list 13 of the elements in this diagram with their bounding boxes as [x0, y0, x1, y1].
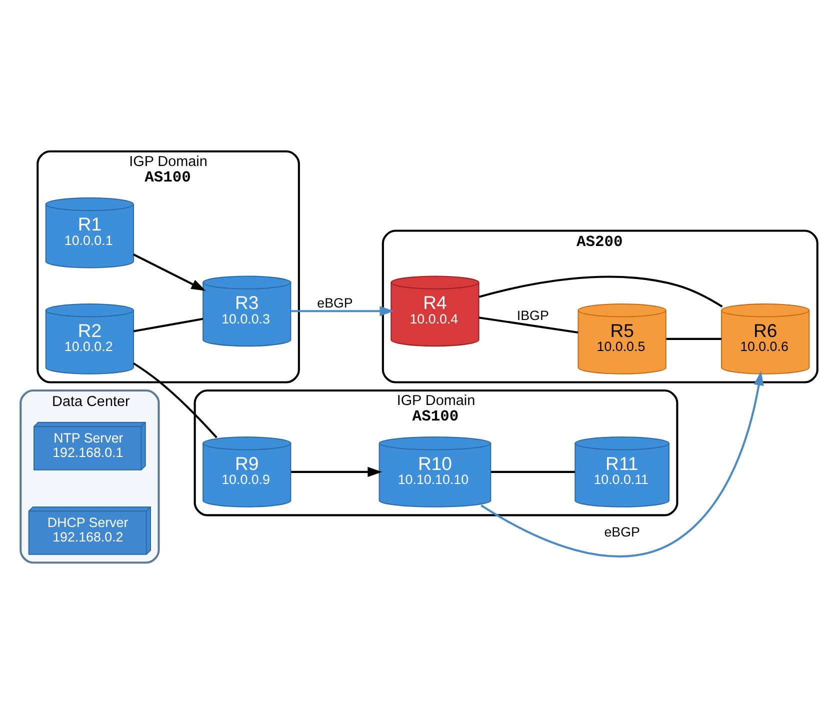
edge-label: eBGP: [604, 524, 640, 539]
connector: [478, 275, 723, 307]
connector: [666, 337, 722, 340]
connector: [491, 470, 575, 472]
edge-label: IBGP: [516, 307, 549, 322]
connector: [133, 362, 218, 438]
arrow: [291, 466, 382, 476]
arrow: [480, 370, 764, 557]
arrow: [291, 306, 394, 316]
edge-label: eBGP: [317, 294, 353, 310]
connector: [478, 316, 578, 334]
connector: [133, 317, 204, 332]
arrow: [133, 253, 206, 290]
